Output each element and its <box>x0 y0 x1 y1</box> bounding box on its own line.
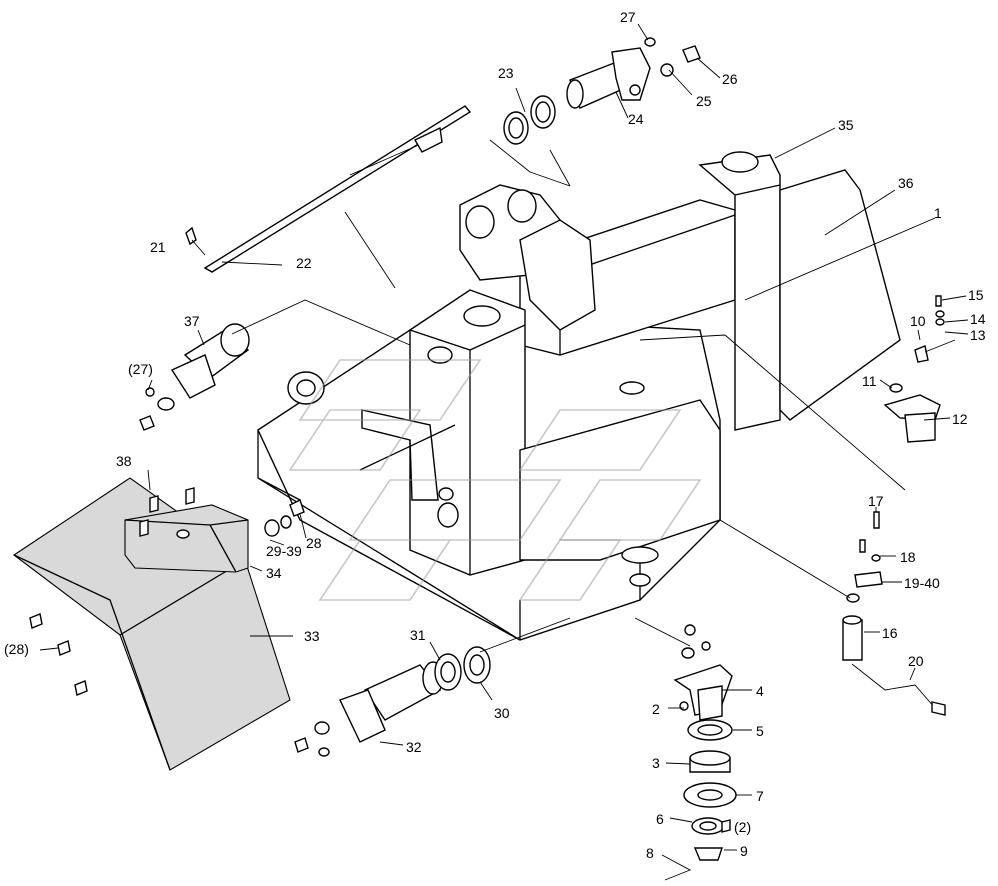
cylinder-16-assembly <box>719 511 946 716</box>
callout-16: 16 <box>882 625 898 641</box>
callout-23: 23 <box>498 65 514 81</box>
callout-22: 22 <box>296 255 312 271</box>
callout-14: 14 <box>970 311 986 327</box>
bolts-38 <box>139 487 195 537</box>
callout-24: 24 <box>628 111 644 127</box>
callout-37: 37 <box>184 313 200 329</box>
callout-11: 11 <box>862 373 877 389</box>
watermark-logo <box>288 359 702 601</box>
callout-1: 1 <box>934 205 942 221</box>
callout-2-ref: (2) <box>734 819 751 835</box>
bearing-stack <box>634 617 737 881</box>
callout-34: 34 <box>266 565 282 581</box>
callout-30: 30 <box>494 705 510 721</box>
plate-22 <box>203 105 472 273</box>
pivot-12-assembly <box>639 295 956 491</box>
callout-5: 5 <box>756 723 764 739</box>
callout-36: 36 <box>898 175 914 191</box>
bolts-28-left <box>29 613 88 696</box>
callout-25: 25 <box>696 93 712 109</box>
callout-12: 12 <box>952 411 968 427</box>
callout-18: 18 <box>900 549 916 565</box>
callout-19-40: 19-40 <box>904 575 940 591</box>
callout-31: 31 <box>410 627 426 643</box>
callout-28: 28 <box>306 535 322 551</box>
callout-10: 10 <box>910 313 926 329</box>
pin-37-assembly <box>139 299 411 431</box>
callout-21: 21 <box>150 239 166 255</box>
callout-13: 13 <box>970 327 986 343</box>
callout-15: 15 <box>968 287 984 303</box>
callout-8: 8 <box>646 845 654 861</box>
callout-28-ref: (28) <box>4 641 29 657</box>
callout-6: 6 <box>656 811 664 827</box>
rear-counterweight-36 <box>779 169 901 421</box>
callout-2: 2 <box>652 701 660 717</box>
bolt-21 <box>185 226 206 256</box>
callout-9: 9 <box>740 843 748 859</box>
front-frame-body <box>257 151 781 641</box>
callout-3: 3 <box>652 755 660 771</box>
callout-26: 26 <box>722 71 738 87</box>
callout-33: 33 <box>304 628 320 644</box>
callout-17: 17 <box>868 493 884 509</box>
callout-labels: 1 2 (2) 3 4 5 6 7 8 9 10 11 12 13 14 15 … <box>4 9 986 861</box>
pin-32-assembly <box>294 617 571 757</box>
callout-20: 20 <box>908 653 924 669</box>
callout-35: 35 <box>838 117 854 133</box>
callout-27-ref: (27) <box>128 361 153 377</box>
callout-27: 27 <box>620 9 636 25</box>
bracket-34 <box>124 504 249 573</box>
pin-24-assembly <box>489 37 701 187</box>
bushing-29-39 <box>264 499 305 537</box>
assembly-line-22 <box>344 211 396 289</box>
callout-7: 7 <box>756 788 764 804</box>
callout-32: 32 <box>406 739 422 755</box>
leader-lines <box>39 23 969 851</box>
callout-4: 4 <box>756 683 764 699</box>
callout-38: 38 <box>116 453 132 469</box>
callout-29-39: 29-39 <box>266 543 302 559</box>
